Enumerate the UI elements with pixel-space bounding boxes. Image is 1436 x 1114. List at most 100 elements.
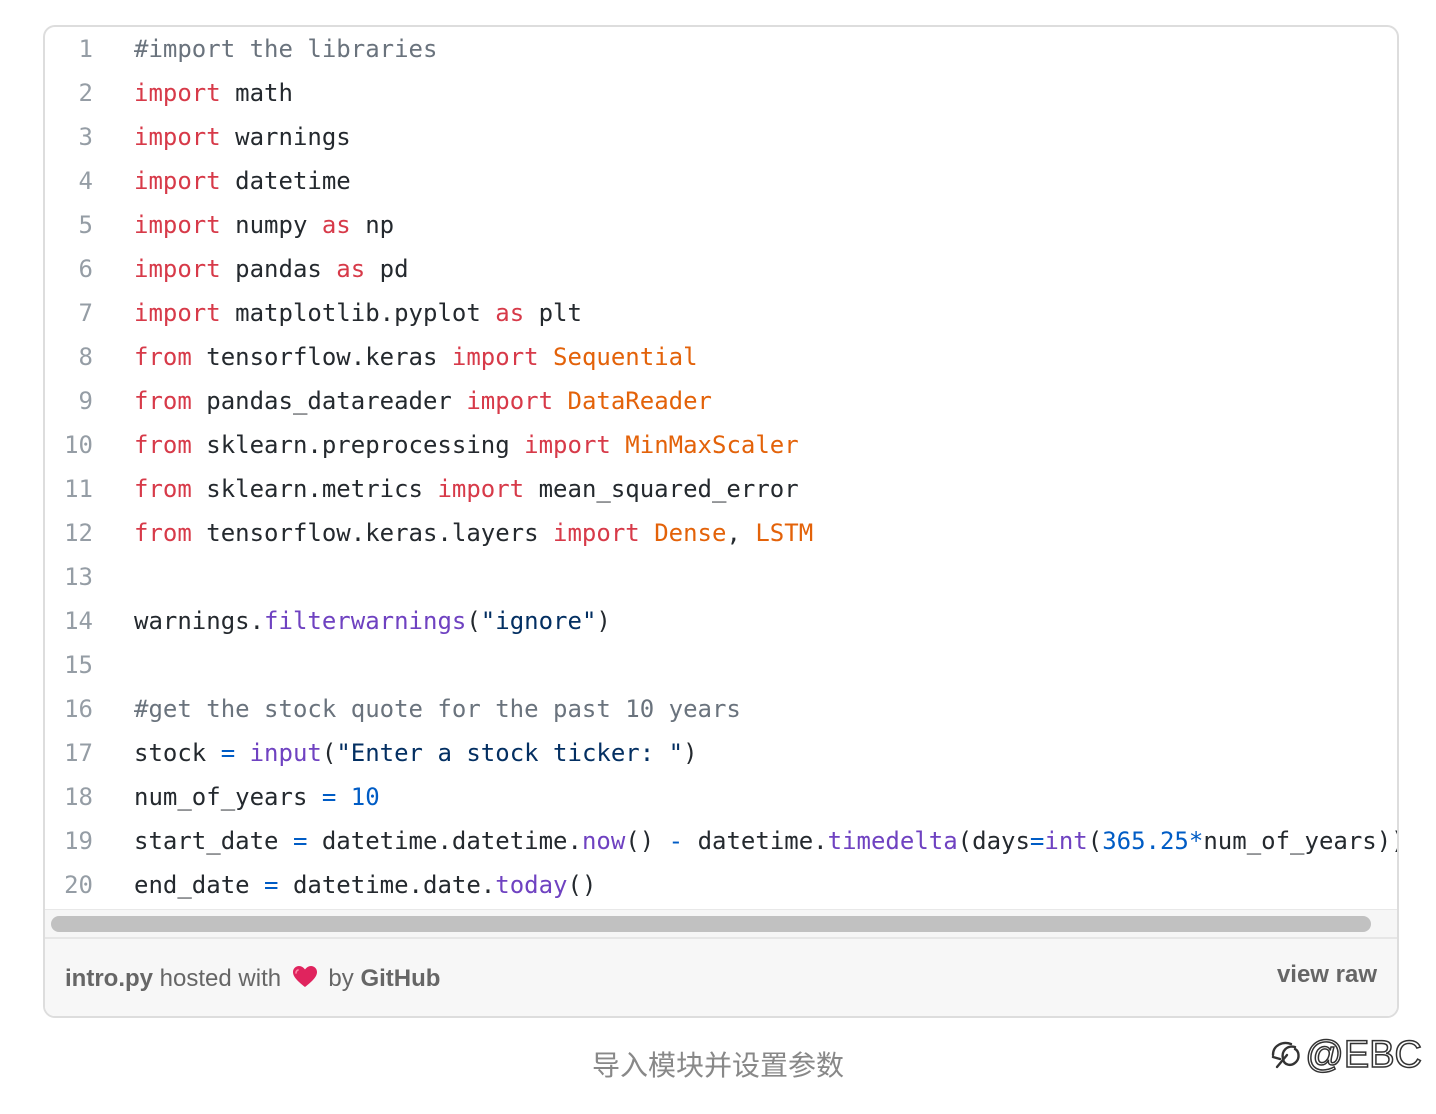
code-token: stock xyxy=(134,739,221,767)
code-token: import xyxy=(134,299,221,327)
code-token: datetime xyxy=(220,167,351,195)
code-token: tensorflow.keras xyxy=(191,343,452,371)
code-token: num_of_years)) xyxy=(1203,827,1397,855)
code-token: int xyxy=(1044,827,1088,855)
code-token: * xyxy=(1188,827,1204,855)
watermark: @EBC xyxy=(1265,1033,1423,1077)
code-token: warnings xyxy=(220,123,351,151)
horizontal-scrollbar[interactable] xyxy=(45,909,1397,938)
gist-meta-footer: intro.py hosted with by GitHub view raw xyxy=(45,937,1397,1016)
code-token: import xyxy=(524,431,611,459)
code-line: 14 warnings.filterwarnings("ignore") xyxy=(45,599,1397,643)
code-token: sklearn.preprocessing xyxy=(191,431,525,459)
code-token: = xyxy=(264,871,279,899)
code-token xyxy=(640,519,654,547)
code-text: start_date = datetime.datetime.now() - d… xyxy=(134,819,1397,863)
line-number: 17 xyxy=(64,739,93,767)
code-line: 3 import warnings xyxy=(45,115,1397,159)
code-text: from sklearn.preprocessing import MinMax… xyxy=(134,423,799,467)
view-raw-link[interactable]: view raw xyxy=(1276,961,1377,988)
line-number: 11 xyxy=(64,475,93,503)
code-token: () xyxy=(567,871,597,899)
code-token: from xyxy=(134,475,192,503)
code-token: import xyxy=(553,519,640,547)
code-line: 17 stock = input("Enter a stock ticker: "… xyxy=(45,731,1397,775)
watermark-text: @EBC xyxy=(1305,1033,1423,1077)
file-name-link[interactable]: intro.py xyxy=(65,965,153,992)
code-token: ) xyxy=(596,607,611,635)
code-token: = xyxy=(1029,827,1045,855)
code-token: as xyxy=(336,255,366,283)
code-token: ( xyxy=(1087,827,1103,855)
code-token: tensorflow.keras.layers xyxy=(191,519,554,547)
code-text: num_of_years = 10 xyxy=(134,775,380,819)
code-token: #import the libraries xyxy=(134,35,438,63)
code-token: 10 xyxy=(350,783,380,811)
code-token: pd xyxy=(365,255,409,283)
line-number: 16 xyxy=(64,695,93,723)
github-link[interactable]: GitHub xyxy=(360,965,441,992)
code-token: as xyxy=(321,211,351,239)
line-number: 1 xyxy=(78,35,93,63)
weibo-logo-icon xyxy=(1272,1041,1300,1069)
line-number: 10 xyxy=(64,431,93,459)
line-number: 6 xyxy=(78,255,93,283)
code-token: import xyxy=(134,123,221,151)
code-token: "ignore" xyxy=(480,607,597,635)
code-token: ( xyxy=(466,607,481,635)
code-token: #get the stock quote for the past 10 yea… xyxy=(134,695,741,723)
line-number: 12 xyxy=(64,519,93,547)
code-token: import xyxy=(437,475,525,503)
code-text: from tensorflow.keras.layers import Dens… xyxy=(134,511,813,555)
code-token xyxy=(611,431,625,459)
code-token: , xyxy=(726,519,756,547)
code-text: warnings.filterwarnings("ignore") xyxy=(134,599,611,643)
code-line: 15 xyxy=(45,643,1397,687)
line-number: 19 xyxy=(64,827,93,855)
code-token: pandas xyxy=(220,255,337,283)
line-number: 9 xyxy=(78,387,93,415)
code-token: numpy xyxy=(220,211,322,239)
hosted-with-text: hosted with xyxy=(159,965,282,992)
code-token: = xyxy=(220,739,236,767)
code-text: stock = input("Enter a stock ticker: ") xyxy=(134,731,698,775)
line-number: 3 xyxy=(78,123,93,151)
scrollbar-thumb[interactable] xyxy=(51,916,1371,932)
line-number: 14 xyxy=(64,607,93,635)
code-token: import xyxy=(134,79,221,107)
code-token: () xyxy=(625,827,669,855)
code-token: np xyxy=(350,211,395,239)
code-line: 10 from sklearn.preprocessing import MinM… xyxy=(45,423,1397,467)
code-token: input xyxy=(249,739,322,767)
code-token: sklearn.metrics xyxy=(191,475,438,503)
code-token: datetime.datetime. xyxy=(307,827,582,855)
gist-meta-left: intro.py hosted with by GitHub xyxy=(65,965,440,993)
code-line: 16 #get the stock quote for the past 10 y… xyxy=(45,687,1397,731)
code-token: math xyxy=(220,79,293,107)
code-text: from tensorflow.keras import Sequential xyxy=(134,335,698,379)
code-token: filterwarnings xyxy=(264,607,467,635)
code-line: 6 import pandas as pd xyxy=(45,247,1397,291)
code-token: DataReader xyxy=(567,387,713,415)
code-text: import matplotlib.pyplot as plt xyxy=(134,291,582,335)
code-text: from pandas_datareader import DataReader xyxy=(134,379,712,423)
code-token: timedelta xyxy=(827,827,958,855)
line-number: 20 xyxy=(64,871,93,899)
code-token: = xyxy=(292,827,308,855)
code-line: 12 from tensorflow.keras.layers import De… xyxy=(45,511,1397,555)
code-text: import pandas as pd xyxy=(134,247,409,291)
by-text: by xyxy=(328,965,354,992)
code-line: 13 xyxy=(45,555,1397,599)
code-token: 365.25 xyxy=(1102,827,1189,855)
code-token: MinMaxScaler xyxy=(625,431,799,459)
code-token: "Enter a stock ticker: " xyxy=(336,739,684,767)
code-token: now xyxy=(581,827,626,855)
code-token: start_date xyxy=(134,827,293,855)
